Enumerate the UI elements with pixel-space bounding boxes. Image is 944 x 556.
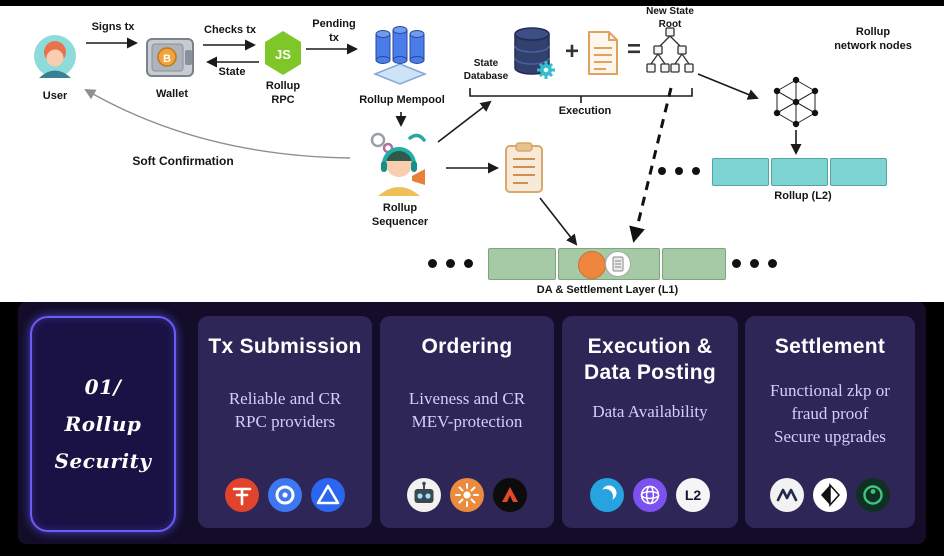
arrow-execution-to-nodes	[697, 73, 759, 100]
arrow-sequencer-to-execution	[437, 100, 492, 143]
signs-tx-label: Signs tx	[91, 21, 135, 33]
arrow-soft-confirmation	[84, 88, 351, 159]
new-state-root-label: New State Root	[646, 6, 694, 30]
rollup-flow-diagram: User Signs tx B Wallet Checks tx State J…	[0, 6, 944, 302]
pending-batch-dot-icon	[578, 251, 606, 279]
flow-arrows	[84, 37, 802, 246]
card-body-line: MEV-protection	[411, 412, 523, 432]
da-settlement-label: DA & Settlement Layer (L1)	[536, 284, 679, 296]
l1-block	[488, 248, 556, 280]
tx-batch-document-icon	[586, 30, 620, 76]
execution-label: Execution	[558, 105, 612, 117]
card-body: Reliable and CR RPC providers	[229, 388, 341, 434]
card-execution-data-posting: Execution & Data Posting Data Availabili…	[562, 316, 738, 528]
card-body: Liveness and CR MEV-protection	[409, 388, 525, 434]
rollup-l2-label: Rollup (L2)	[774, 190, 832, 202]
card-icons	[198, 478, 372, 512]
rollup-mempool-label: Rollup Mempool	[359, 94, 445, 106]
zigzag-zk-icon	[770, 478, 804, 512]
da-document-icon	[605, 251, 631, 277]
merkle-tree-icon	[646, 26, 694, 78]
intro-card-rollup-security: 01/ Rollup Security	[30, 316, 176, 532]
state-database-label: State Database	[463, 58, 509, 82]
card-body-line: fraud proof	[791, 404, 869, 424]
rollup-security-panel: 01/ Rollup Security Tx Submission Reliab…	[18, 302, 926, 544]
arrow-batch-to-da	[539, 197, 578, 246]
batch-clipboard-icon	[504, 142, 544, 194]
card-tx-submission: Tx Submission Reliable and CR RPC provid…	[198, 316, 372, 528]
soft-confirmation-label: Soft Confirmation	[132, 154, 234, 168]
l2-block	[712, 158, 769, 186]
rollup-mempool-icon	[371, 24, 429, 86]
card-ordering: Ordering Liveness and CR MEV-protection	[380, 316, 554, 528]
state-label: State	[218, 66, 246, 78]
intro-line-number: 01/	[84, 375, 122, 399]
diamond-proof-icon	[813, 478, 847, 512]
card-body-line: Data Availability	[592, 401, 708, 421]
purple-globe-da-icon	[633, 478, 667, 512]
wallet-icon: B	[145, 34, 195, 80]
card-body-line: Functional zkp or	[770, 381, 890, 401]
checks-tx-label: Checks tx	[204, 24, 256, 36]
card-settlement: Settlement Functional zkp or fraud proof…	[745, 316, 915, 528]
l2beat-icon: L2	[676, 478, 710, 512]
rollup-rpc-label: Rollup RPC	[265, 80, 301, 106]
card-body-line: RPC providers	[234, 412, 336, 432]
blue-swirl-da-icon	[590, 478, 624, 512]
card-icons: L2	[562, 478, 738, 512]
dark-red-logo-icon	[493, 478, 527, 512]
nodejs-glyph: JS	[275, 47, 291, 62]
equals-sign: =	[626, 36, 641, 63]
ellipsis-dots	[428, 259, 473, 268]
blue-ring-rpc-icon	[268, 478, 302, 512]
card-title: Ordering	[421, 335, 513, 358]
ellipsis-dots	[732, 259, 777, 268]
ellipsis-dots	[658, 167, 700, 175]
l2-block	[830, 158, 887, 186]
card-body-line: Liveness and CR	[408, 389, 526, 409]
blue-triangle-rpc-icon	[311, 478, 345, 512]
execution-bracket	[469, 88, 693, 103]
bitcoin-glyph: B	[163, 53, 171, 65]
l2beat-glyph: L2	[684, 487, 702, 503]
card-body: Data Availability	[592, 401, 707, 424]
l2-block	[771, 158, 828, 186]
card-title: Tx Submission	[208, 335, 362, 358]
intro-line-rollup: Rollup	[64, 412, 142, 436]
card-title: Execution &	[587, 335, 713, 358]
nodejs-hexagon-icon: JS	[262, 30, 304, 76]
card-body-line: Secure upgrades	[774, 427, 886, 447]
pending-tx-label: Pending tx	[312, 18, 356, 44]
card-title: Settlement	[774, 335, 886, 358]
flashbots-robot-icon	[407, 478, 441, 512]
arrow-stateroot-to-da-dashed	[629, 87, 673, 243]
orange-sun-icon	[450, 478, 484, 512]
user-label: User	[42, 90, 68, 102]
rollup-sequencer-icon	[366, 128, 432, 196]
l1-block	[662, 248, 726, 280]
network-graph-icon	[768, 76, 824, 128]
card-icons	[745, 478, 915, 512]
user-avatar-icon	[33, 34, 77, 78]
card-body-line: Reliable and CR	[228, 389, 342, 409]
card-body: Functional zkp or fraud proof Secure upg…	[770, 380, 890, 449]
plus-sign: +	[564, 38, 579, 65]
intro-line-security: Security	[54, 449, 152, 473]
wallet-label: Wallet	[156, 88, 188, 100]
card-title-line2: Data Posting	[584, 361, 716, 385]
rollup-network-nodes-label: Rollup network nodes	[834, 26, 912, 52]
l1-block	[558, 248, 660, 280]
rollup-sequencer-label: Rollup Sequencer	[371, 202, 429, 228]
red-rpc-provider-icon	[225, 478, 259, 512]
state-database-icon	[512, 26, 556, 80]
card-icons	[380, 478, 554, 512]
gear-icon	[537, 61, 555, 79]
green-shield-upgrade-icon	[856, 478, 890, 512]
